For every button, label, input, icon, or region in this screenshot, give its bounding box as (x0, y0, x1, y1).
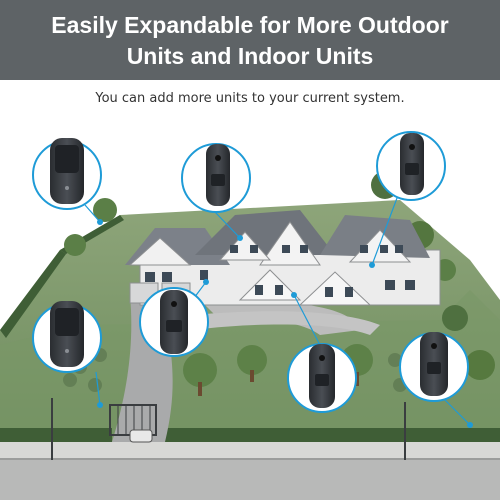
subtitle: You can add more units to your current s… (95, 91, 405, 106)
title-line-2: Units and Indoor Units (126, 43, 374, 69)
hedges (0, 215, 500, 442)
page-title: Easily Expandable for More Outdoor Units… (0, 10, 500, 72)
indoor-unit-left (32, 301, 102, 373)
front-gate (109, 404, 157, 443)
title-line-1: Easily Expandable for More Outdoor (51, 12, 449, 38)
lamp-posts (51, 398, 406, 460)
outdoor-unit-center (139, 287, 209, 357)
outdoor-unit-top-right (376, 131, 446, 201)
header-banner (0, 0, 500, 80)
outdoor-unit-top-center (181, 143, 251, 213)
install-points (97, 219, 473, 428)
outdoor-unit-bottom-right (399, 332, 469, 402)
connection-lines (84, 189, 471, 426)
indoor-unit-top-left (32, 138, 102, 210)
outdoor-unit-bottom-center (287, 343, 357, 413)
street (0, 442, 500, 500)
